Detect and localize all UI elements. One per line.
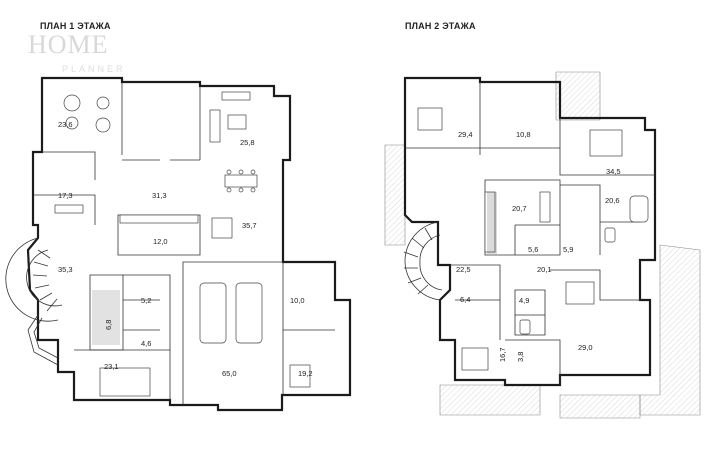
floor2-furniture <box>417 107 649 371</box>
area-label: 4,9 <box>519 296 529 305</box>
area-label: 22,5 <box>456 265 471 274</box>
area-label: 23,6 <box>58 120 73 129</box>
watermark-logo: HOME <box>28 30 109 59</box>
area-label: 6,8 <box>104 320 113 330</box>
watermark-sub: PLANNER <box>62 64 126 74</box>
area-label: 3,8 <box>516 352 525 362</box>
area-label: 4,6 <box>141 339 151 348</box>
area-label: 34,5 <box>606 167 621 176</box>
area-label: 5,2 <box>141 296 151 305</box>
floor2-outer-wall <box>403 76 657 387</box>
floor1-furniture <box>54 91 311 397</box>
floor1-spiral-staircase <box>5 237 63 322</box>
floor2-interior-walls <box>405 82 655 385</box>
floor1-plan: 23,6 25,8 17,3 31,3 35,7 12,0 35,3 5,2 6… <box>5 76 352 412</box>
area-label: 19,2 <box>298 369 313 378</box>
area-label: 20,1 <box>537 265 552 274</box>
floor1-title: ПЛАН 1 ЭТАЖА <box>40 21 111 31</box>
floor2-area-labels: 29,4 10,8 34,5 20,7 20,6 5,6 5,9 22,5 20… <box>456 130 621 362</box>
area-label: 16,7 <box>498 347 507 362</box>
area-label: 10,0 <box>290 296 305 305</box>
area-label: 29,0 <box>578 343 593 352</box>
area-label: 6,4 <box>460 295 470 304</box>
floor2-spiral-staircase <box>403 221 443 301</box>
area-label: 31,3 <box>152 191 167 200</box>
area-label: 5,9 <box>563 245 573 254</box>
area-label: 10,8 <box>516 130 531 139</box>
floor2-title: ПЛАН 2 ЭТАЖА <box>405 21 476 31</box>
floor1-area-labels: 23,6 25,8 17,3 31,3 35,7 12,0 35,3 5,2 6… <box>58 120 313 378</box>
area-label: 5,6 <box>528 245 538 254</box>
area-label: 12,0 <box>153 237 168 246</box>
area-label: 35,3 <box>58 265 73 274</box>
area-label: 35,7 <box>242 221 257 230</box>
area-label: 29,4 <box>458 130 473 139</box>
floor2-plan: 29,4 10,8 34,5 20,7 20,6 5,6 5,9 22,5 20… <box>384 71 701 419</box>
floor1-outer-wall <box>26 76 352 412</box>
area-label: 20,6 <box>605 196 620 205</box>
area-label: 17,3 <box>58 191 73 200</box>
floor2-roof-areas <box>384 71 701 419</box>
area-label: 65,0 <box>222 369 237 378</box>
floor1-bay-window <box>27 314 59 366</box>
area-label: 20,7 <box>512 204 527 213</box>
area-label: 23,1 <box>104 362 119 371</box>
area-label: 25,8 <box>240 138 255 147</box>
